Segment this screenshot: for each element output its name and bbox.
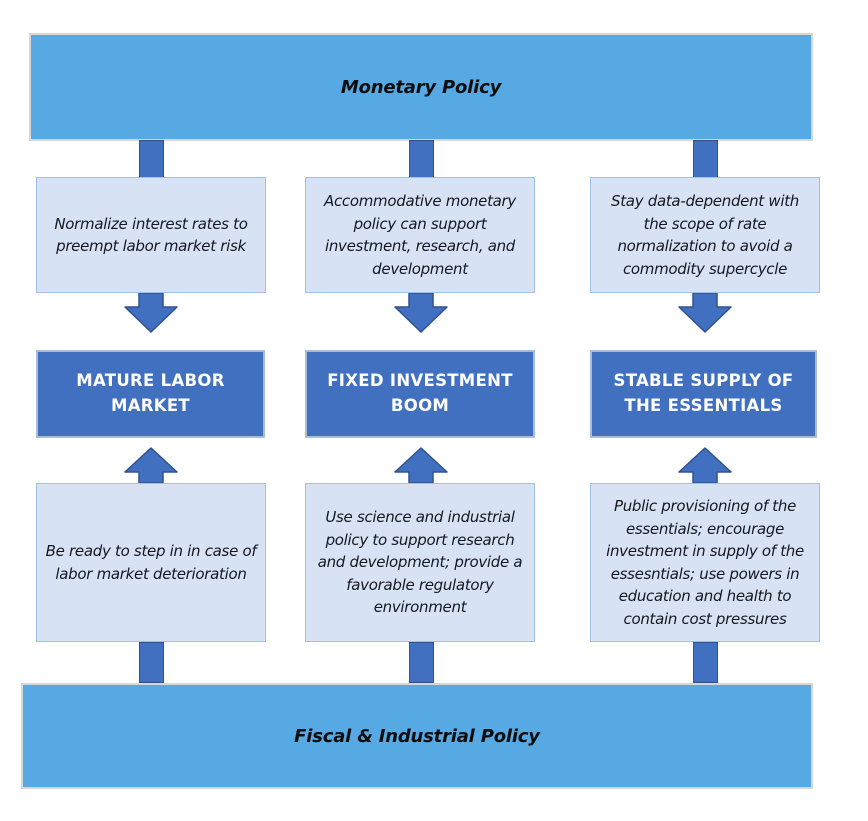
monetary-policy-banner: Monetary Policy: [29, 33, 813, 141]
top-note-col3: Stay data-dependent with the scope of ra…: [590, 177, 820, 293]
fiscal-industrial-policy-title: Fiscal & Industrial Policy: [294, 725, 540, 747]
outcome-col1-text: MATURE LABOR MARKET: [76, 371, 225, 415]
connector-bottom-col2: [409, 642, 434, 683]
connector-top-col2: [409, 140, 434, 178]
bottom-note-col3: Public provisioning of the essentials; e…: [590, 483, 820, 642]
bottom-note-col1-text: Be ready to step in in case of labor mar…: [45, 542, 257, 583]
up-arrow-icon: [124, 447, 178, 483]
bottom-note-col2: Use science and industrial policy to sup…: [305, 483, 535, 642]
bottom-note-col3-text: Public provisioning of the essentials; e…: [606, 497, 804, 628]
top-note-col2-text: Accommodative monetary policy can suppor…: [323, 192, 516, 278]
fiscal-industrial-policy-banner: Fiscal & Industrial Policy: [21, 683, 813, 789]
top-note-col3-text: Stay data-dependent with the scope of ra…: [611, 192, 799, 278]
bottom-note-col1: Be ready to step in in case of labor mar…: [36, 483, 266, 642]
connector-top-col1: [139, 140, 164, 178]
top-note-col1: Normalize interest rates to preempt labo…: [36, 177, 266, 293]
outcome-stable-supply: STABLE SUPPLY OF THE ESSENTIALS: [590, 350, 817, 438]
up-arrow-icon: [678, 447, 732, 483]
outcome-col2-text: FIXED INVESTMENT BOOM: [327, 371, 513, 415]
up-arrow-icon: [394, 447, 448, 483]
outcome-mature-labor-market: MATURE LABOR MARKET: [36, 350, 265, 438]
outcome-fixed-investment-boom: FIXED INVESTMENT BOOM: [305, 350, 535, 438]
outcome-col3-text: STABLE SUPPLY OF THE ESSENTIALS: [613, 371, 794, 415]
connector-top-col3: [693, 140, 718, 178]
top-note-col1-text: Normalize interest rates to preempt labo…: [54, 214, 248, 256]
connector-bottom-col1: [139, 642, 164, 683]
bottom-note-col2-text: Use science and industrial policy to sup…: [317, 508, 523, 617]
monetary-policy-title: Monetary Policy: [340, 76, 502, 98]
down-arrow-icon: [678, 293, 732, 333]
connector-bottom-col3: [693, 642, 718, 683]
down-arrow-icon: [124, 293, 178, 333]
top-note-col2: Accommodative monetary policy can suppor…: [305, 177, 535, 293]
down-arrow-icon: [394, 293, 448, 333]
